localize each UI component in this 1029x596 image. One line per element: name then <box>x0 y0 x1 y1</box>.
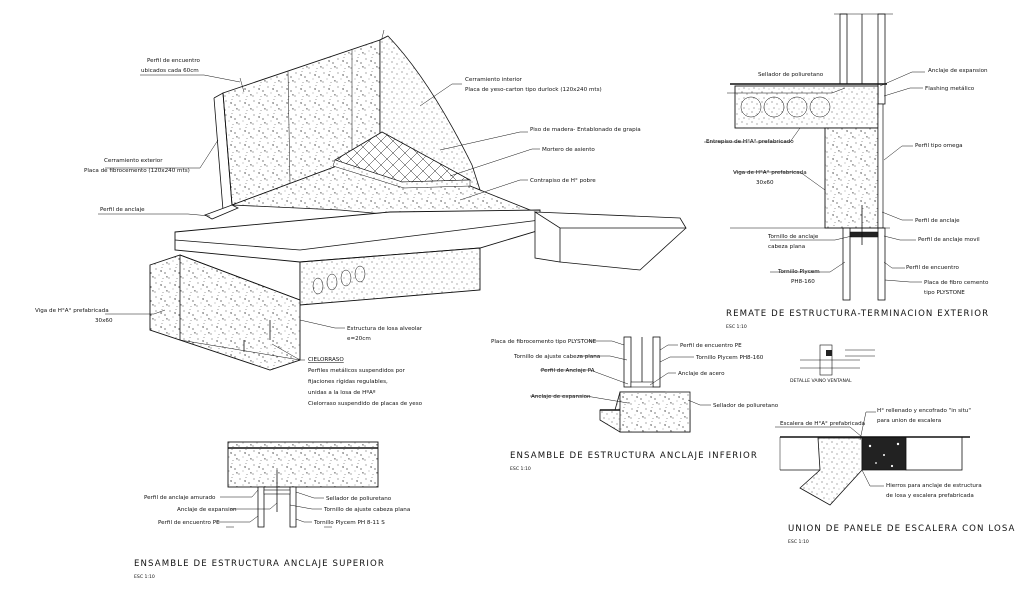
detail-anclaje-superior <box>216 441 379 528</box>
rem-label-perfil-movil: Perfil de anclaje movil <box>918 237 980 243</box>
inf-label-sellador: Sellador de poliuretano <box>713 403 779 409</box>
inf-label-anclaje-exp: Anclaje de expansion <box>531 394 591 400</box>
label-estructura-losa: Estructura de losa alveolar <box>347 326 423 332</box>
ceiling-hangers <box>179 320 301 361</box>
sup-label-tornillo-ply: Tornillo Plycem PH 8-11 S <box>313 520 385 526</box>
rem-label-cabeza-plana: cabeza plana <box>768 244 805 250</box>
label-cielo-2: fijaciones rígidas regulables, <box>308 378 388 385</box>
rem-label-viga-dim: 30x60 <box>756 180 774 186</box>
label-perfil-anclaje: Perfil de anclaje <box>100 207 145 213</box>
esc-title: UNION DE PANELE DE ESCALERA CON LOSA <box>788 524 1016 534</box>
rem-label-viga: Viga de H°A° prefabricada <box>733 170 807 176</box>
esc-scale: ESC 1:10 <box>788 539 809 545</box>
label-placa-fibrocemento: Placa de fibrocemento (120x240 mts) <box>84 168 190 174</box>
sup-scale: ESC 1:10 <box>134 574 155 580</box>
sup-label-anclaje: Anclaje de expansion <box>177 507 237 513</box>
rem-label-placa-fibro: Placa de fibro cemento <box>924 280 989 286</box>
rem-label-entrepiso: Entrepiso de H°A° prefabricado <box>706 139 794 145</box>
rem-label-perfil-encuentro: Perfil de encuentro <box>906 265 960 271</box>
rem-label-tornillo-ply: Tornillo Plycem <box>777 269 820 275</box>
rem-label-sellador: Sellador de poliuretano <box>758 72 824 78</box>
rem-label-flashing: Flashing metálico <box>925 85 975 92</box>
label-cielo-4: Cielorraso suspendido de placas de yeso <box>308 401 423 407</box>
label-estructura-losa-e: e=20cm <box>347 336 371 342</box>
rem-label-tipo-plystone: tipo PLYSTONE <box>924 290 965 296</box>
hollow-core-slab <box>174 209 541 263</box>
label-cielo-3: unidas a la losa de HºAº <box>308 389 376 396</box>
inf-label-perfil-pe: Perfil de encuentro PE <box>680 343 742 349</box>
rem-label-anclaje-exp: Anclaje de expansion <box>928 68 988 74</box>
mortar-layer <box>332 159 471 189</box>
label-cerramiento-interior: Cerramiento interior <box>465 77 523 83</box>
sup-title: ENSAMBLE DE ESTRUCTURA ANCLAJE SUPERIOR <box>134 559 385 569</box>
inf-label-tornillo-ajuste: Tornillo de ajuste cabeza plana <box>513 354 600 360</box>
rem-label-perfil-omega: Perfil tipo omega <box>915 143 963 149</box>
grout-texture <box>868 442 900 468</box>
rem-label-perfil-anclaje: Perfil de anclaje <box>915 218 960 224</box>
sup-label-sellador: Sellador de poliuretano <box>326 496 392 502</box>
inf-scale: ESC 1:10 <box>510 466 531 472</box>
label-viga-dim: 30x60 <box>95 318 113 324</box>
label-perfil-encuentro: Perfil de encuentro <box>147 58 201 64</box>
esc-label-hierros-2: de losa y escalera prefabricada <box>886 493 974 499</box>
label-mortero: Mortero de asiento <box>542 147 595 153</box>
rem-label-ph8: PH8-160 <box>791 279 815 285</box>
inf-label-tornillo-ply: Tornillo Plycem PH8-160 <box>695 355 764 361</box>
rem-label-detalle: DETALLE VAINO VENTANAL <box>790 378 852 384</box>
label-piso-madera: Piso de madera- Entablonado de grapia <box>530 127 641 133</box>
esc-label-hierros: Hierros para anclaje de estructura <box>886 483 982 489</box>
detail-anclaje-inferior <box>530 336 711 433</box>
rem-scale: ESC 1:10 <box>726 324 747 330</box>
rem-title: REMATE DE ESTRUCTURA-TERMINACION EXTERIO… <box>726 309 989 319</box>
slab-hollows <box>740 96 831 118</box>
label-viga: Viga de H°A° prefabricada <box>35 308 109 314</box>
detail-remate <box>704 13 925 301</box>
mini-window-detail <box>800 344 875 376</box>
sup-label-perfil-pe: Perfil de encuentro PE <box>158 520 220 526</box>
esc-label-para-union: para union de escalera <box>877 418 941 424</box>
label-cerramiento-exterior: Cerramiento exterior <box>104 158 163 164</box>
sup-label-tornillo-ajuste: Tornillo de ajuste cabeza plana <box>323 507 410 513</box>
anchor-profile <box>204 204 239 220</box>
label-ubicados: ubicados cada 60cm <box>141 68 199 74</box>
inf-label-placa-plystone: Placa de fibrocemento tipo PLYSTONE <box>491 339 597 345</box>
esc-label-relleno: H° rellenado y encofrado "in situ" <box>877 408 971 414</box>
detail-escalera <box>775 411 970 506</box>
label-contrapiso: Contrapiso de H° pobre <box>530 178 596 184</box>
label-cielorraso: CIELORRASO <box>308 357 344 363</box>
rem-label-tornillo-anclaje: Tornillo de anclaje <box>767 234 819 240</box>
slab-hollow-cores <box>312 265 366 295</box>
isometric-floor-detail <box>149 29 687 371</box>
esc-label-escalera: Escalera de H°A° prefabricada <box>780 421 865 427</box>
inf-title: ENSAMBLE DE ESTRUCTURA ANCLAJE INFERIOR <box>510 451 758 461</box>
sup-label-perfil-amurado: Perfil de anclaje amurado <box>144 495 216 501</box>
label-cielo-1: Perfiles metálicos suspendidos por <box>308 367 406 374</box>
inf-label-perfil-pa: Perfil de Anclaje PA <box>541 368 595 374</box>
iso-leaders <box>98 74 540 361</box>
label-placa-yeso: Placa de yeso-carton tipo durlock (120x2… <box>465 87 602 93</box>
inf-label-anclaje-acero: Anclaje de acero <box>678 371 725 377</box>
